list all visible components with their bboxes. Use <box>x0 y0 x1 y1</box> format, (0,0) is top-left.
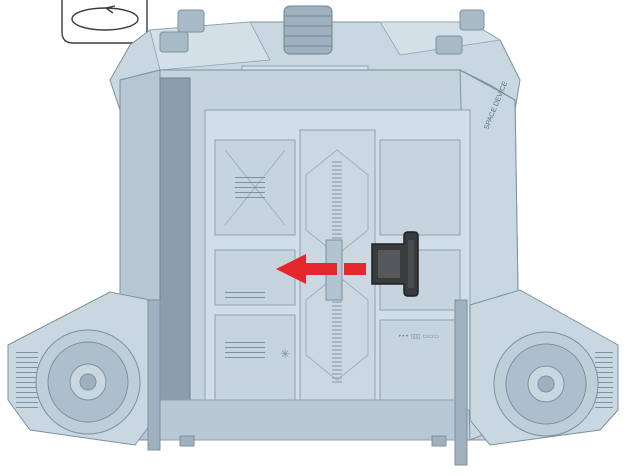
right-fan-module <box>454 289 619 466</box>
left-fan-module <box>7 291 161 451</box>
insert-direction-arrow <box>276 254 366 284</box>
svg-text:✳: ✳ <box>280 347 290 361</box>
rear-label: ••• ▯▯▯ ▭▭▭ <box>398 333 439 340</box>
bracket-part <box>371 231 419 297</box>
case-body: SPACE DEVICE ✳ ••• ▯▯▯ ▭▭▭ <box>119 69 521 441</box>
top-knob <box>283 5 333 55</box>
